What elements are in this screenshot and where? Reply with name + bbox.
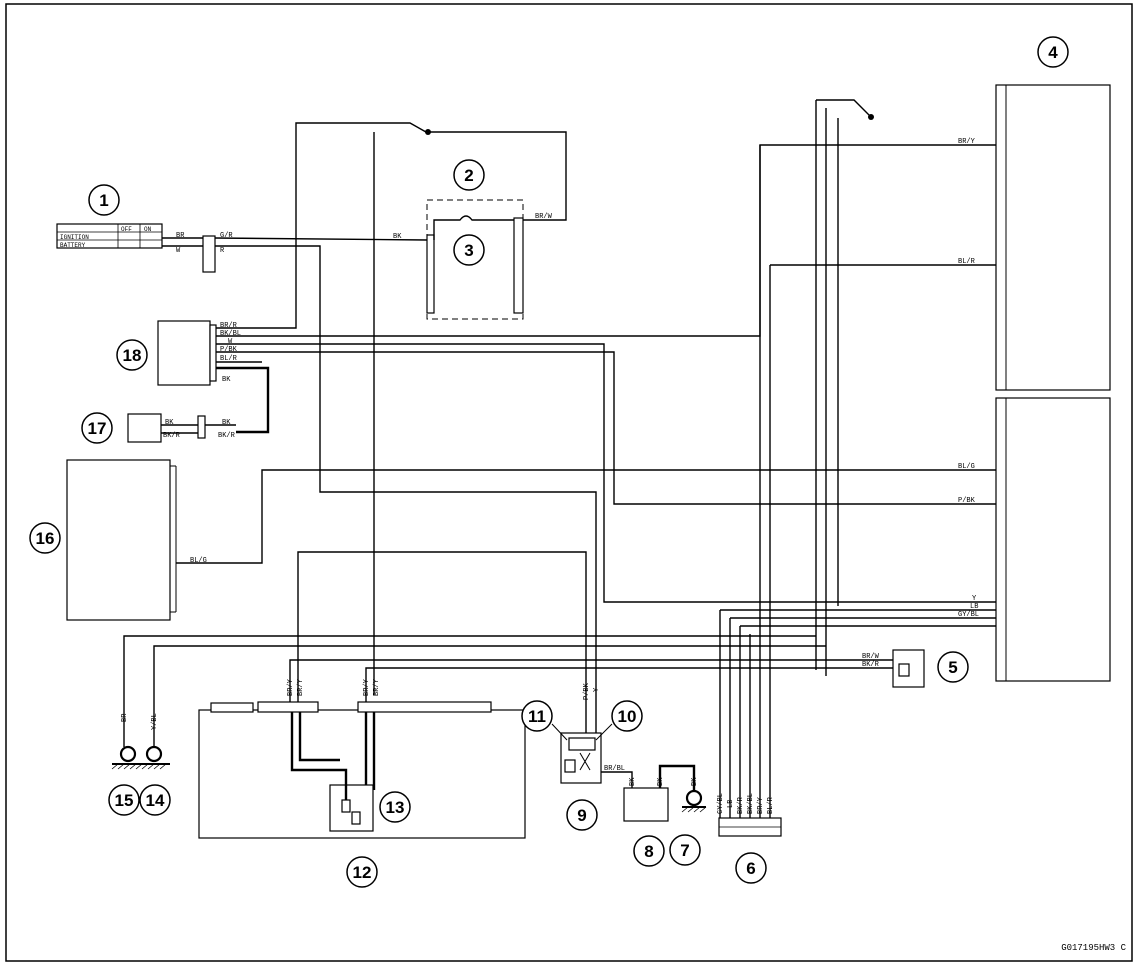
callouts: 1 2 3 4 5 6 7 8 9 10 11 12 13 14 15 16 1…: [29, 36, 1069, 888]
callout-6: 6: [746, 859, 755, 878]
callout-17: 17: [88, 419, 107, 438]
wl-u18-bk: BK: [222, 376, 231, 384]
diagram-frame: [5, 3, 1133, 962]
callout-3: 3: [464, 241, 473, 260]
wl-u18-w: W: [228, 338, 233, 346]
wl-v6-4: BK/BL: [747, 793, 755, 814]
ignition-row-2: BATTERY: [60, 242, 86, 249]
callout-5: 5: [948, 658, 957, 677]
wl-m-lb: LB: [970, 603, 978, 611]
meter-unit: [995, 84, 1111, 682]
wl-u18-blr: BL/R: [220, 355, 238, 363]
callout-11: 11: [528, 707, 546, 726]
wl-v8-1: BK: [629, 777, 637, 786]
wl-u17-bkr1: BK/R: [163, 432, 181, 440]
callout-14: 14: [146, 791, 165, 810]
wl-v9-1: BR/BL: [604, 765, 625, 773]
callout-18: 18: [123, 346, 142, 365]
callout-16: 16: [36, 529, 55, 548]
wl-m-brw1: BR/W: [862, 653, 880, 661]
wl-sw-w: W: [176, 247, 181, 255]
wl-v-bry1: BR/Y: [287, 678, 295, 696]
figure-code: G017195HW3 C: [1061, 943, 1126, 953]
wl-u18-pbk: P/BK: [220, 346, 238, 354]
wl-v6-5: BR/Y: [757, 796, 765, 814]
battery-8: [623, 787, 669, 822]
component-18-box: [157, 320, 217, 386]
wl-m-y: Y: [972, 595, 977, 603]
wl-m-blr: BL/R: [958, 258, 976, 266]
wiring-harness: [123, 99, 996, 818]
callout-10: 10: [618, 707, 637, 726]
wl-m-gybl: GY/BL: [958, 611, 979, 619]
callout-12: 12: [353, 863, 372, 882]
wl-c2-bk: BK: [393, 233, 402, 241]
wl-m-pbk: P/BK: [958, 497, 976, 505]
wl-u17-bk2: BK: [222, 419, 231, 427]
wl-u18-bkbl: BK/BL: [220, 330, 241, 338]
wl-u16-blg: BL/G: [190, 557, 207, 565]
callout-15: 15: [115, 791, 134, 810]
ignition-row-1: IGNITION: [60, 234, 89, 241]
wl-v-pbk: P/BK: [583, 682, 591, 700]
component-5-inner: [898, 663, 910, 677]
wl-v6-6: BL/R: [767, 796, 775, 814]
wl-v-bry2: BR/Y: [297, 678, 305, 696]
callout-2: 2: [464, 166, 473, 185]
ignition-header-on: ON: [144, 226, 152, 233]
callout-13: 13: [386, 798, 405, 817]
wl-u18-brr: BR/R: [220, 322, 238, 330]
wl-v-y: Y: [593, 687, 601, 692]
callout-1: 1: [99, 191, 108, 210]
wl-v8-2: BK: [657, 777, 665, 786]
wl-m-blg: BL/G: [958, 463, 975, 471]
wl-v-bry4: BR/Y: [373, 678, 381, 696]
connector-6: [718, 817, 782, 837]
wl-m-bkr: BK/R: [862, 661, 880, 669]
wl-v-ycbl: Y/BL: [151, 713, 159, 730]
wl-v-br: BR: [121, 713, 129, 722]
component-9-relay: [560, 732, 602, 784]
wl-u17-bk1: BK: [165, 419, 174, 427]
wl-sw-br: BR: [176, 232, 185, 240]
wl-v6-2: LB: [727, 800, 735, 808]
callout-8: 8: [644, 842, 653, 861]
wl-sw-gr: G/R: [220, 232, 233, 240]
wl-sw-r: R: [220, 247, 225, 255]
wl-m-bry: BR/Y: [958, 138, 976, 146]
component-12-box: [198, 701, 526, 839]
wl-v-bry3: BR/Y: [363, 678, 371, 696]
wl-c2-brw: BR/W: [535, 213, 553, 221]
wl-v7-1: BK: [691, 777, 699, 786]
ignition-switch: OFF ON IGNITION BATTERY: [56, 223, 216, 273]
ignition-header-off: OFF: [121, 226, 132, 233]
callout-7: 7: [680, 841, 689, 860]
wl-u17-bkr2: BK/R: [218, 432, 236, 440]
wl-v6-3: BK/R: [737, 796, 745, 814]
ground-symbols: [111, 745, 707, 813]
component-16-box: [66, 459, 177, 621]
callout-4: 4: [1048, 43, 1058, 62]
component-17-box: [127, 413, 206, 443]
wl-v6-1: GY/BL: [717, 793, 725, 814]
component-2-unit: [426, 199, 524, 320]
wire-labels: BR W G/R R BK BR/W BR/Y BL/R BL/G P/BK Y…: [121, 138, 979, 814]
callout-9: 9: [577, 806, 586, 825]
